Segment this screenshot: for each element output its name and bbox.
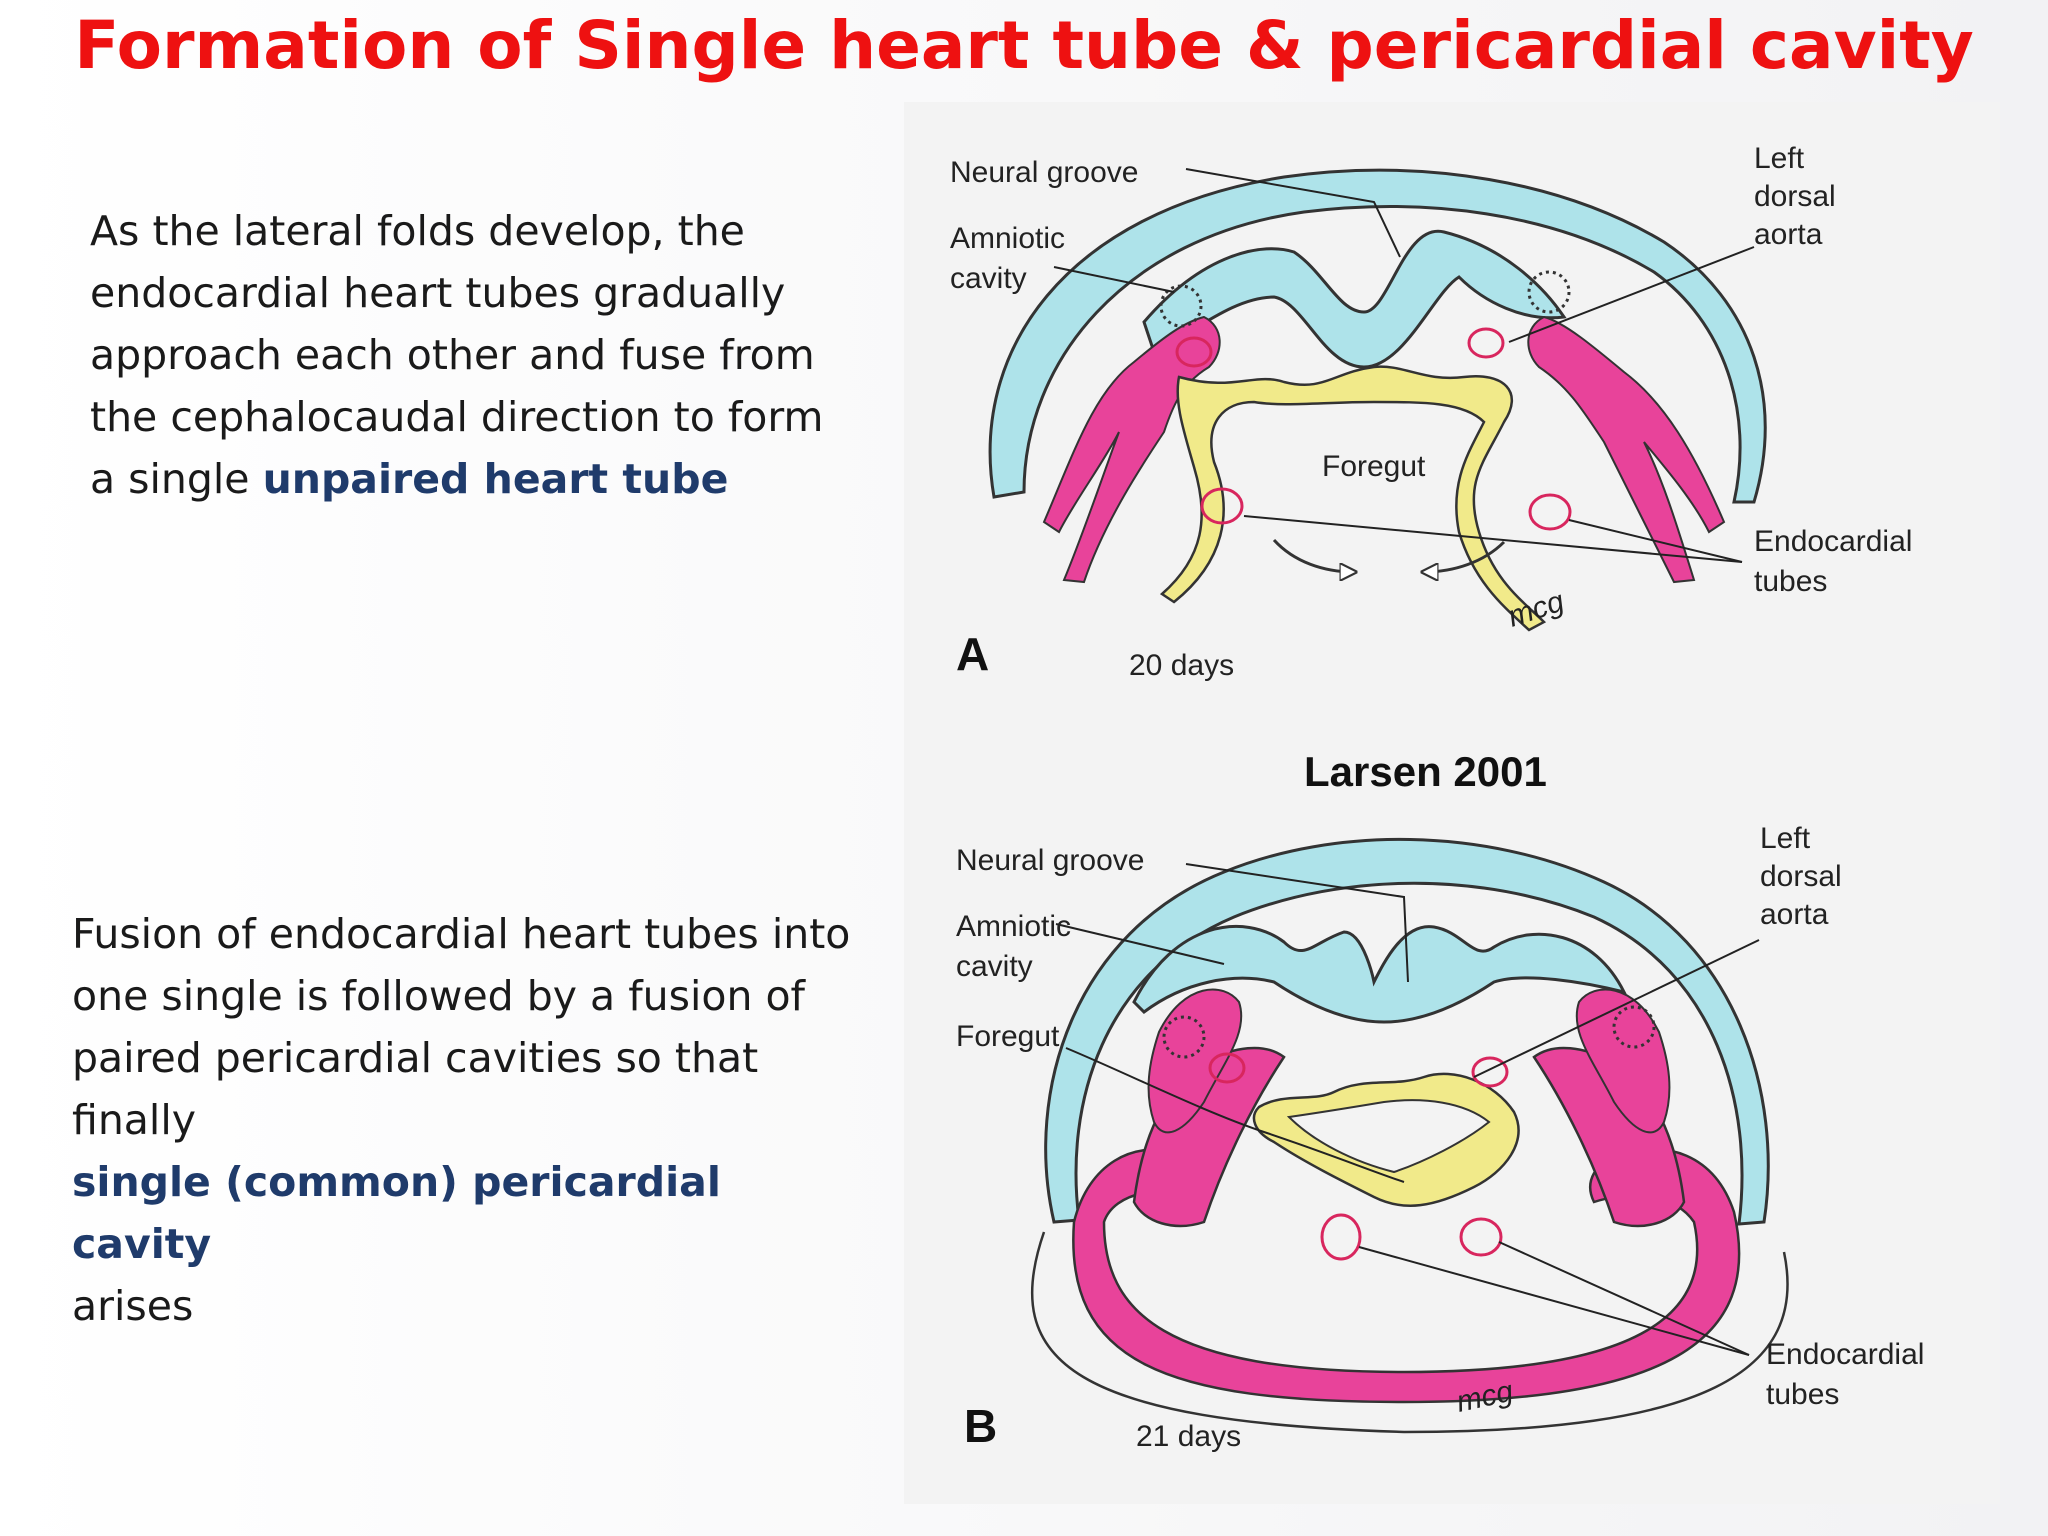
panel-a-label-left-3: aorta <box>1754 218 1823 251</box>
figure-svg: Neural groove Amniotic cavity Left dorsa… <box>950 142 1924 1453</box>
panel-a-label-left-1: Left <box>1754 142 1805 175</box>
panel-a-label-amniotic-1: Amniotic <box>950 222 1065 255</box>
panel-b-leader-amniotic <box>1055 923 1225 965</box>
paragraph-lateral-folds-text: As the lateral folds develop, the endoca… <box>90 207 824 503</box>
panel-a-letter: A <box>956 628 989 680</box>
figure-credit: Larsen 2001 <box>1304 748 1547 795</box>
panel-a-dorsal-aorta-right <box>1527 270 1571 314</box>
panel-a-mesoderm-left <box>1042 315 1221 584</box>
highlight-common-pericardial-cavity: single (common) pericardial cavity <box>72 1158 721 1268</box>
panel-b-ectoderm <box>1044 837 1770 1226</box>
paragraph-pericardial-fusion: Fusion of endocardial heart tubes into o… <box>72 903 852 1337</box>
panel-a-label-amniotic-2: cavity <box>950 262 1027 295</box>
paragraph-lateral-folds: As the lateral folds develop, the endoca… <box>90 200 860 510</box>
panel-a-arrow-left <box>1272 538 1354 572</box>
panel-b-vessel-right <box>1471 1056 1509 1088</box>
panel-b-dorsal-aorta-right <box>1612 1005 1656 1049</box>
panel-a-neural-plate <box>1142 229 1567 369</box>
panel-a-label-foregut: Foregut <box>1322 450 1426 483</box>
panel-a-endoderm-foregut <box>1159 365 1547 632</box>
highlight-unpaired-heart-tube: unpaired heart tube <box>262 455 729 503</box>
panel-b-label-amniotic-2: cavity <box>956 950 1033 983</box>
panel-a-leader-dorsal-aorta <box>1508 246 1755 343</box>
panel-a-endocardial-tube-right <box>1528 493 1572 531</box>
panel-a-leader-endocardial-1 <box>1243 515 1743 563</box>
panel-a-endocardial-tube-left <box>1200 487 1244 525</box>
panel-b-leader-neural-groove <box>1185 863 1409 983</box>
panel-b-endocardial-tube-left <box>1320 1213 1362 1261</box>
panel-a-vessel-left <box>1175 336 1213 368</box>
panel-b-label-left-1: Left <box>1760 822 1811 855</box>
panel-b-label-amniotic-1: Amniotic <box>956 910 1071 943</box>
panel-b-label-endocardial-2: tubes <box>1766 1378 1839 1411</box>
panel-b-leader-endocardial-2 <box>1498 1241 1750 1356</box>
panel-a-dorsal-aorta-left <box>1159 284 1203 328</box>
panel-a-label-endocardial-2: tubes <box>1754 565 1827 598</box>
panel-a: Neural groove Amniotic cavity Left dorsa… <box>950 142 1912 682</box>
panel-b-label-endocardial-1: Endocardial <box>1766 1338 1924 1371</box>
paragraph-pericardial-fusion-text: Fusion of endocardial heart tubes into o… <box>72 910 851 1144</box>
panel-b-body-outline <box>1030 1231 1789 1434</box>
slide-title: Formation of Single heart tube & pericar… <box>74 7 1974 84</box>
panel-b-leader-endocardial-1 <box>1358 1246 1750 1356</box>
panel-a-ectoderm <box>988 168 1767 504</box>
panel-b-label-neural-groove: Neural groove <box>956 844 1144 877</box>
panel-a-age: 20 days <box>1129 649 1234 682</box>
panel-b-foregut-lumen <box>1286 1099 1491 1174</box>
panel-b-vessel-left <box>1208 1052 1246 1084</box>
panel-b-label-left-2: dorsal <box>1760 860 1842 893</box>
paragraph-pericardial-fusion-tail: arises <box>72 1282 194 1330</box>
panel-b-endocardial-tube-right <box>1459 1217 1503 1257</box>
panel-a-mesoderm-right <box>1527 315 1726 584</box>
panel-a-arrow-right <box>1424 540 1506 572</box>
panel-b-mesoderm-columns <box>1147 988 1671 1134</box>
panel-b: Neural groove Amniotic cavity Foregut Le… <box>956 822 1924 1453</box>
embryo-cross-section-figure: Neural groove Amniotic cavity Left dorsa… <box>904 102 2000 1504</box>
panel-b-neural-plate <box>1132 924 1627 1024</box>
panel-a-label-left-2: dorsal <box>1754 180 1836 213</box>
panel-a-leader-endocardial-2 <box>1568 519 1743 563</box>
panel-a-label-neural-groove: Neural groove <box>950 156 1138 189</box>
panel-a-leader-neural-groove <box>1185 168 1401 258</box>
panel-b-label-left-3: aorta <box>1760 898 1829 931</box>
panel-b-age: 21 days <box>1136 1420 1241 1453</box>
panel-a-label-endocardial-1: Endocardial <box>1754 525 1912 558</box>
panel-b-leader-foregut <box>1065 1047 1405 1183</box>
panel-a-leader-amniotic <box>1053 266 1175 293</box>
panel-b-dorsal-aorta-left <box>1162 1015 1206 1059</box>
panel-b-label-foregut: Foregut <box>956 1020 1060 1053</box>
panel-b-letter: B <box>964 1400 997 1452</box>
panel-a-vessel-right <box>1467 327 1505 359</box>
panel-b-leader-dorsal-aorta <box>1473 939 1760 1078</box>
